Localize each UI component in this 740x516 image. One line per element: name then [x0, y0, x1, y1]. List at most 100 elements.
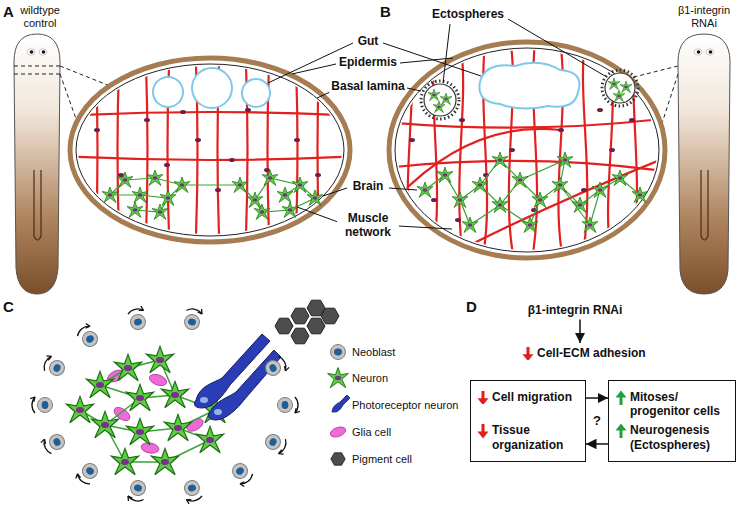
cross-section-wildtype	[292, 177, 308, 193]
cross-section-wildtype	[153, 77, 183, 107]
neural-niche	[127, 479, 148, 504]
node-text: Cell migration	[475, 390, 581, 404]
cross-section-wildtype	[245, 40, 248, 260]
legend-samples	[328, 368, 349, 388]
cross-section-rnai	[605, 73, 635, 103]
part-label: Brain	[351, 180, 386, 194]
worm-wildtype	[14, 34, 60, 294]
cross-section-rnai	[522, 217, 538, 233]
cross-section-wildtype	[245, 108, 251, 112]
text-node: Cell-ECM adhesion	[520, 343, 660, 362]
legend-text: Photoreceptor neuron	[352, 398, 458, 412]
connector-arrow	[579, 319, 581, 343]
cross-section-rnai	[629, 118, 635, 122]
neural-niche	[75, 322, 101, 349]
cross-section-wildtype	[282, 202, 298, 218]
cross-section-rnai	[452, 192, 468, 208]
neural-niche	[30, 397, 52, 413]
part-label: Muscle network	[337, 212, 399, 240]
worm-rnai	[678, 34, 730, 294]
worm-rnai	[694, 49, 702, 55]
cross-section-wildtype	[262, 170, 278, 186]
neural-niche	[263, 354, 290, 378]
cross-section-wildtype	[229, 158, 235, 162]
cross-section-wildtype	[94, 108, 321, 192]
cross-section-rnai	[582, 217, 598, 233]
neural-niche	[127, 306, 148, 331]
cross-section-wildtype	[307, 190, 323, 206]
cross-section-rnai	[597, 108, 603, 112]
cross-section-wildtype	[76, 64, 344, 236]
cross-section-rnai	[424, 84, 456, 116]
cross-section-rnai	[592, 182, 608, 198]
cross-section-rnai	[470, 160, 660, 245]
neural-niche	[148, 372, 168, 388]
cross-section-rnai	[581, 188, 587, 192]
leader-lines	[400, 58, 453, 63]
cross-section-rnai	[558, 128, 564, 132]
neural-niche	[275, 318, 293, 334]
worm-rnai	[709, 50, 713, 54]
worm-rnai	[678, 34, 730, 294]
node-text: Neurogenesis (Ectospheres)	[613, 423, 731, 452]
worm-caption: wildtype control	[15, 4, 65, 29]
neural-niche	[278, 397, 300, 413]
panel-letter: C	[3, 298, 14, 315]
neural-niche	[106, 368, 206, 455]
cross-section-rnai	[417, 182, 433, 198]
cross-section-rnai	[389, 42, 665, 258]
neural-niche	[146, 346, 173, 372]
text-node: β1-integrin RNAi	[510, 300, 640, 319]
cross-section-rnai	[632, 40, 637, 260]
cross-section-wildtype	[152, 204, 168, 220]
cross-section-wildtype	[192, 68, 232, 108]
cross-section-wildtype	[70, 58, 350, 242]
cross-section-wildtype	[294, 138, 300, 142]
cross-section-rnai	[492, 152, 508, 168]
cross-section-wildtype	[147, 170, 163, 186]
cross-section-rnai	[440, 93, 452, 105]
cross-section-wildtype	[94, 128, 100, 132]
cross-section-wildtype	[232, 177, 248, 193]
cross-section-rnai	[612, 170, 628, 186]
panel-letter: A	[3, 3, 14, 20]
cross-section-rnai	[409, 108, 635, 222]
part-label: Basal lamina	[329, 80, 406, 94]
process-box: Cell migrationTissue organization	[470, 380, 586, 462]
leader-lines	[398, 226, 452, 229]
neural-niche	[30, 300, 339, 504]
node-text: Cell-ECM adhesion	[520, 346, 660, 360]
cross-section-rnai	[425, 160, 640, 225]
cross-section-rnai	[602, 70, 638, 106]
neural-niche	[126, 418, 153, 444]
cross-section-rnai	[433, 101, 445, 113]
neural-niche	[164, 414, 191, 440]
node-text: Tissue organization	[475, 423, 581, 452]
cross-section-wildtype	[60, 112, 360, 116]
neural-niche	[66, 396, 93, 422]
panel-letter: D	[466, 298, 477, 315]
cross-section-rnai	[431, 198, 437, 202]
question-mark: ?	[593, 414, 601, 429]
neural-niche	[80, 360, 215, 462]
cross-section-rnai	[409, 138, 415, 142]
cross-section-rnai	[552, 177, 568, 193]
neural-niche	[126, 384, 153, 410]
cross-section-wildtype	[145, 40, 148, 260]
cross-section-rnai	[512, 172, 528, 188]
cross-section-rnai	[532, 192, 548, 208]
cross-section-wildtype	[102, 187, 118, 203]
neural-niche	[40, 354, 67, 378]
neural-niche	[321, 308, 339, 324]
section-lines	[60, 66, 110, 86]
neural-niche	[86, 371, 113, 397]
neural-niche	[151, 448, 178, 474]
cross-section-rnai	[395, 48, 659, 252]
cross-section-wildtype	[264, 168, 270, 172]
cross-section-wildtype	[95, 40, 98, 260]
worm-rnai	[697, 50, 701, 54]
leader-lines	[268, 19, 605, 229]
section-lines	[630, 66, 678, 78]
part-label: Epidermis	[337, 56, 399, 70]
cross-section-wildtype	[195, 138, 201, 142]
